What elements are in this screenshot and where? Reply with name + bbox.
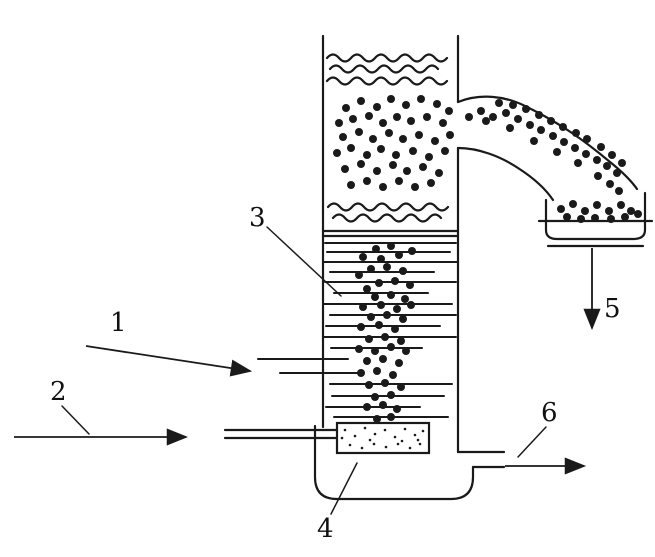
top-surface-waves (325, 53, 449, 86)
bubble-dots-trough (557, 200, 642, 223)
leader-line-2 (61, 405, 90, 435)
liquid-layer-lines (257, 242, 459, 418)
leader-line-4 (330, 462, 358, 515)
bubble-dots-overflow (465, 99, 626, 195)
number-labels: 1 2 3 4 5 6 (50, 203, 621, 544)
bubble-dots-top-section (333, 95, 454, 191)
label-3: 3 (249, 203, 266, 233)
leader-line-6 (517, 426, 547, 458)
leader-line-3 (266, 226, 342, 297)
sparger-box (335, 421, 431, 455)
sparger-stipple (340, 426, 425, 450)
label-5: 5 (604, 294, 621, 324)
leader-lines (61, 226, 547, 515)
bottom-vessel (223, 421, 506, 501)
overflow-channel (456, 95, 639, 202)
middle-interface-waves (321, 202, 460, 238)
flow-arrows (14, 248, 601, 475)
inlet-arrow-1 (85, 345, 253, 377)
bubble-dots-middle-section (355, 242, 416, 423)
label-6: 6 (541, 398, 558, 428)
label-2: 2 (50, 377, 67, 407)
label-1: 1 (110, 308, 127, 338)
label-4: 4 (317, 514, 334, 544)
